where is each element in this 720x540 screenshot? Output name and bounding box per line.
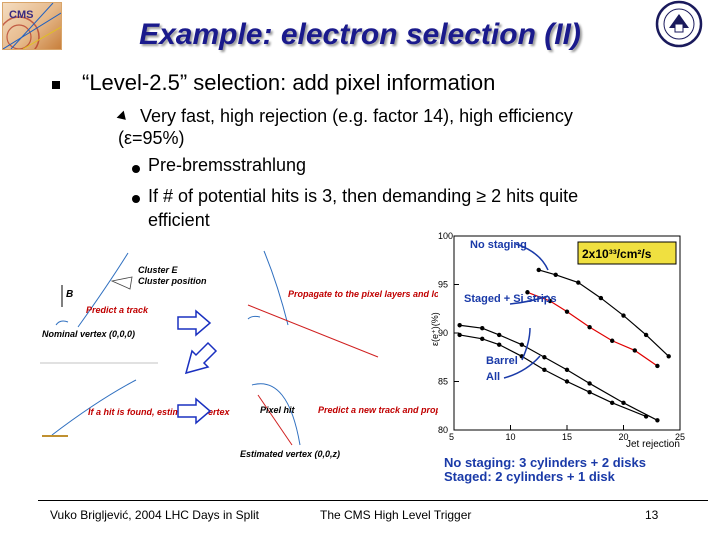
chart-caption-line2: Staged: 2 cylinders + 1 disk: [444, 469, 615, 484]
data-point: [598, 295, 604, 301]
bullet-square-icon: [52, 81, 60, 89]
x-tick-label: 10: [506, 432, 516, 442]
data-point: [621, 400, 626, 406]
bullet-level3-item: If # of potential hits is 3, then demand…: [148, 186, 579, 206]
arrow-down-left-icon: [184, 341, 218, 375]
bullet-arrow-icon: [116, 110, 130, 124]
data-point: [564, 309, 570, 314]
data-point: [655, 363, 660, 369]
data-point: [666, 354, 671, 359]
bullet-level3-item: Pre-bremsstrahlung: [148, 155, 307, 175]
bullet-level3-item: efficient: [148, 210, 210, 230]
data-point: [587, 389, 592, 395]
bullet-dot-icon: [132, 165, 140, 173]
data-point: [525, 290, 530, 295]
data-point: [542, 355, 547, 360]
data-point: [621, 313, 626, 318]
luminosity-label: 2x10³³/cm²/s: [582, 247, 652, 261]
predict-new-label: Predict a new track and propagate: [318, 405, 438, 415]
data-point: [497, 332, 502, 338]
data-point: [480, 336, 485, 342]
legend-no-staging: No staging: [470, 239, 527, 251]
data-point: [536, 267, 541, 273]
y-tick-label: 85: [438, 377, 448, 387]
track-diagram: Cluster E Cluster position B Predict a t…: [40, 250, 438, 459]
bullet-level2-line2: (ε=95%): [118, 128, 185, 148]
estimated-vertex-label: Estimated vertex (0,0,z): [240, 449, 340, 459]
data-point: [643, 332, 649, 338]
data-point: [542, 367, 547, 373]
pixel-hit-label: Pixel hit: [260, 405, 296, 415]
data-point: [610, 338, 615, 343]
cluster-label: Cluster E: [138, 265, 179, 275]
chart-caption-line1: No staging: 3 cylinders + 2 disks: [444, 455, 646, 470]
data-point: [547, 298, 553, 304]
data-point: [587, 324, 592, 330]
bullet-level1: “Level-2.5” selection: add pixel informa…: [82, 70, 496, 95]
predict-track-label: Predict a track: [86, 305, 149, 315]
data-point: [480, 325, 485, 331]
arrow-right-icon: [177, 309, 212, 337]
data-point: [576, 280, 581, 285]
data-point: [610, 400, 615, 406]
hit-found-label: If a hit is found, estimate z vertex: [88, 407, 231, 417]
nominal-vertex-label: Nominal vertex (0,0,0): [42, 329, 135, 339]
data-point: [587, 381, 592, 386]
track-curve: [77, 252, 129, 328]
cluster-box: [110, 276, 133, 290]
logo-text: CMS: [9, 9, 34, 21]
bullet-dot-icon: [132, 195, 140, 203]
x-tick-label: 15: [562, 432, 572, 442]
legend-barrel: Barrel: [486, 355, 518, 367]
y-tick-label: 90: [438, 328, 448, 338]
footer-author: Vuko Brigljević, 2004 LHC Days in Split: [50, 508, 259, 522]
data-point: [519, 342, 524, 347]
data-point: [457, 332, 462, 338]
y-axis-label: ε(e⁺)(%): [430, 312, 440, 346]
y-tick-label: 100: [438, 232, 453, 241]
y-tick-label: 80: [438, 425, 448, 435]
cluster-pos-label: Cluster position: [138, 276, 207, 286]
efficiency-chart: 5 10 15 20 25 80 85 90 95 100 ε(e⁺)(%) Jet reject…: [430, 232, 685, 450]
data-point: [457, 323, 462, 328]
propagate-label: Propagate to the pixel layers and look f…: [288, 289, 438, 299]
data-point: [564, 379, 570, 384]
data-point: [632, 348, 637, 353]
luminosity-box: [577, 241, 677, 265]
data-point: [564, 367, 570, 373]
footer-talk-title: The CMS High Level Trigger: [320, 508, 472, 522]
b-field-label: B: [66, 289, 73, 300]
legend-all: All: [486, 371, 500, 383]
data-point: [553, 272, 558, 277]
y-tick-label: 95: [438, 280, 448, 290]
arrow-right-icon: [177, 397, 212, 425]
data-point: [643, 414, 649, 419]
data-point: [655, 418, 660, 423]
page-number: 13: [645, 508, 659, 522]
data-point: [497, 342, 502, 347]
institute-seal-icon: [655, 0, 703, 48]
x-axis-label: Jet rejection: [626, 439, 680, 450]
x-tick-label: 20: [619, 432, 629, 442]
x-tick-label: 5: [449, 432, 454, 442]
cms-logo: CMS: [2, 2, 62, 50]
x-tick-label: 25: [675, 432, 685, 442]
legend-staged: Staged + Si strips: [464, 293, 557, 305]
slide-title: Example: electron selection (II): [139, 18, 581, 51]
bullet-level2-line1: Very fast, high rejection (e.g. factor 1…: [140, 106, 573, 126]
footer-divider: [38, 500, 708, 501]
